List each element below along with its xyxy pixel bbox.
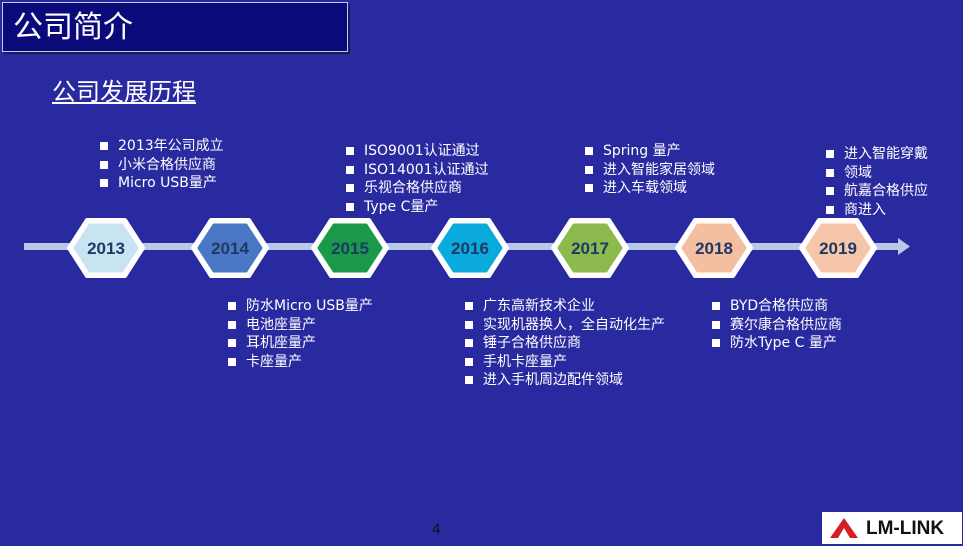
event-item: 实现机器换人，全自动化生产	[465, 316, 685, 335]
logo-icon	[830, 518, 858, 538]
section-subtitle: 公司发展历程	[52, 78, 196, 106]
event-item: 耳机座量产	[228, 334, 398, 353]
year-marker-fill	[197, 223, 263, 273]
event-item: 卡座量产	[228, 353, 398, 372]
year-label: 2016	[451, 239, 489, 258]
event-item: Type C量产	[346, 198, 516, 217]
year-marker-fill	[805, 223, 871, 273]
event-item: 进入手机周边配件领域	[465, 371, 685, 390]
event-item: 手机卡座量产	[465, 353, 685, 372]
events-2016: 广东高新技术企业 实现机器换人，全自动化生产 锤子合格供应商 手机卡座量产 进入…	[465, 297, 685, 390]
year-label: 2013	[87, 239, 125, 258]
event-item: 防水Type C 量产	[712, 334, 882, 353]
event-item: 锤子合格供应商	[465, 334, 685, 353]
event-item: BYD合格供应商	[712, 297, 882, 316]
event-item: 进入智能穿戴	[826, 145, 951, 164]
year-marker-2017: 2017	[551, 218, 629, 278]
page-title: 公司简介	[13, 10, 133, 45]
year-marker-fill	[681, 223, 747, 273]
events-2017: Spring 量产 进入智能家居领域 进入车载领域	[585, 142, 755, 198]
events-2018: BYD合格供应商 赛尔康合格供应商 防水Type C 量产	[712, 297, 882, 353]
event-item: 广东高新技术企业	[465, 297, 685, 316]
company-logo: LM-LINK	[822, 512, 962, 544]
event-item: Spring 量产	[585, 142, 755, 161]
year-marker-2015: 2015	[311, 218, 389, 278]
events-2013: 2013年公司成立 小米合格供应商 Micro USB量产	[100, 137, 250, 193]
year-label: 2018	[695, 239, 733, 258]
event-item-continuation: 商进入	[844, 201, 886, 218]
event-item: 小米合格供应商	[100, 156, 250, 175]
year-marker-2013: 2013	[67, 218, 145, 278]
year-marker-2014: 2014	[191, 218, 269, 278]
year-label: 2015	[331, 239, 369, 258]
event-item: 进入智能家居领域	[585, 161, 755, 180]
year-marker-2016: 2016	[431, 218, 509, 278]
event-item: 领域	[826, 164, 951, 183]
page-number: 4	[432, 522, 441, 538]
year-marker-2018: 2018	[675, 218, 753, 278]
event-item: 防水Micro USB量产	[228, 297, 398, 316]
year-marker-2019: 2019	[799, 218, 877, 278]
year-marker-fill	[73, 223, 139, 273]
events-2015: ISO9001认证通过 ISO14001认证通过 乐视合格供应商 Type C量…	[346, 142, 516, 216]
event-item: ISO9001认证通过	[346, 142, 516, 161]
year-marker-fill	[437, 223, 503, 273]
event-item: 进入车载领域	[585, 179, 755, 198]
event-item-continuation: 领域	[844, 164, 872, 181]
event-item: ISO14001认证通过	[346, 161, 516, 180]
event-item: 商进入	[826, 201, 951, 220]
title-box: 公司简介	[2, 2, 348, 52]
year-marker-fill	[557, 223, 623, 273]
year-label: 2019	[819, 239, 857, 258]
event-item: 航嘉合格供应	[826, 182, 951, 201]
event-item: Micro USB量产	[100, 174, 250, 193]
events-2014: 防水Micro USB量产 电池座量产 耳机座量产 卡座量产	[228, 297, 398, 371]
year-marker-fill	[317, 223, 383, 273]
event-item: 2013年公司成立	[100, 137, 250, 156]
year-label: 2014	[211, 239, 249, 258]
event-item: 电池座量产	[228, 316, 398, 335]
logo-text: LM-LINK	[866, 518, 945, 539]
events-2019: 进入智能穿戴 领域 航嘉合格供应 商进入	[826, 145, 951, 219]
event-item: 乐视合格供应商	[346, 179, 516, 198]
year-label: 2017	[571, 239, 609, 258]
event-item: 赛尔康合格供应商	[712, 316, 882, 335]
